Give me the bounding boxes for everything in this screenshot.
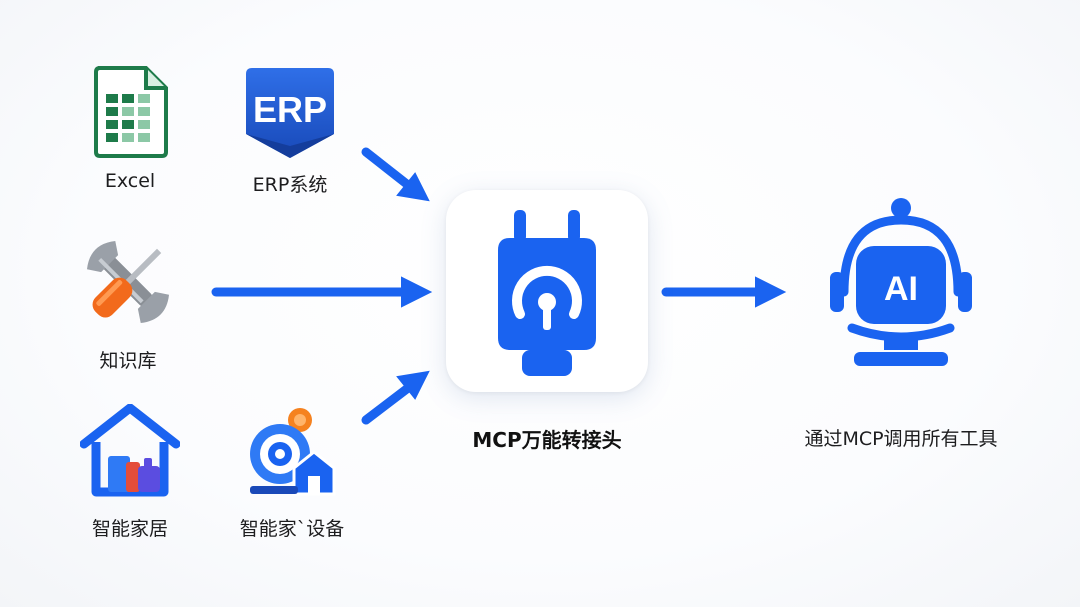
smart-device-icon	[244, 404, 340, 498]
ai-robot-icon: AI	[826, 196, 976, 376]
arrow-tools-head	[401, 276, 433, 308]
arrow-erp-head	[396, 172, 430, 202]
ai-target-label: 通过MCP调用所有工具	[804, 428, 998, 450]
smart-home-icon	[80, 404, 180, 498]
smart-home-label: 智能家居	[91, 518, 168, 540]
erp-icon-text: ERP	[253, 89, 327, 130]
arrow-hub-head	[755, 276, 787, 308]
arrow-device-head	[396, 370, 430, 400]
arrow-device-to-hub	[361, 383, 413, 425]
excel-label: Excel	[104, 170, 156, 192]
hub-label: MCP万能转接头	[472, 428, 622, 452]
erp-icon: ERP	[244, 66, 336, 160]
knowledge-base-label: 知识库	[99, 350, 157, 372]
ai-icon-text: AI	[884, 270, 918, 308]
erp-label: ERP系统	[252, 174, 328, 196]
hub-card	[446, 190, 648, 392]
excel-icon	[92, 64, 170, 158]
smart-device-label: 智能家`设备	[239, 518, 345, 540]
arrow-erp-to-hub	[361, 147, 413, 190]
plug-icon	[498, 210, 596, 376]
tools-icon	[80, 234, 176, 330]
